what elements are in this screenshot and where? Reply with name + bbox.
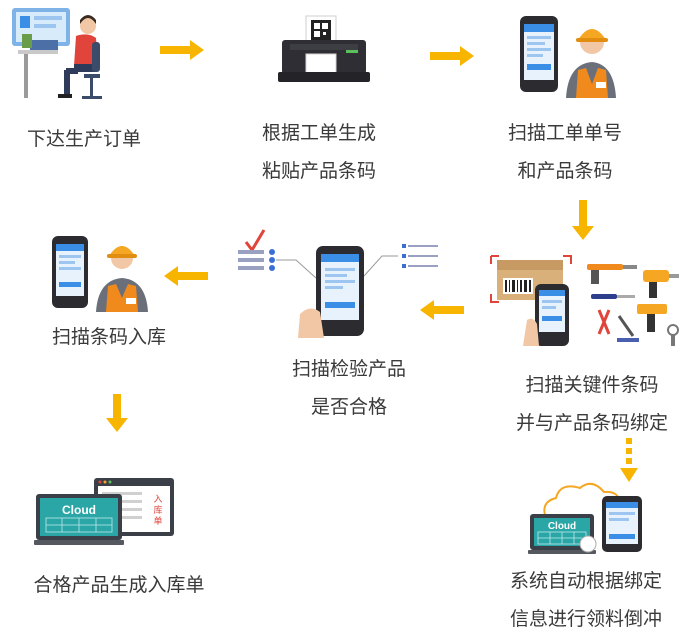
receipt-doc-text: 入库单 [153,494,162,527]
cloud-receipt-icon: 入库单 Cloud [34,478,174,545]
cloud-sync-icon: Cloud [528,482,642,554]
step-label-scan-order: 扫描工单单号 和产品条码 [480,114,650,190]
step-label-inspect: 扫描检验产品 是否合格 [264,350,434,426]
checklist-scanner-icon [238,229,438,338]
cloud-text: Cloud [548,521,576,532]
step-line: 并与产品条码绑定 [515,412,668,434]
step-label-receipt: 合格产品生成入库单 [14,566,224,604]
arrow-down-1 [572,200,594,240]
arrow-right-2 [430,46,474,66]
arrow-down-dashed [620,438,638,482]
step-line: 是否合格 [310,396,387,418]
step-line: 信息进行领料倒冲 [509,608,662,630]
arrow-right-1 [160,40,204,60]
step-line: 粘贴产品条码 [261,160,376,182]
worker-desk-icon [12,8,102,99]
step-line: 下达生产订单 [26,128,141,150]
step-line: 合格产品生成入库单 [33,574,205,596]
step-line: 根据工单生成 [261,122,376,144]
step-line: 系统自动根据绑定 [509,570,662,592]
step-line: 扫描关键件条码 [525,374,659,396]
parts-tools-icon [490,255,679,346]
step-label-print: 根据工单生成 粘贴产品条码 [234,114,404,190]
step-line: 和产品条码 [517,160,613,182]
warehouse-worker-icon [52,236,148,312]
scanner-worker-icon [520,16,616,98]
arrow-left-2 [164,266,208,286]
arrow-down-2 [106,394,128,432]
step-label-order: 下达生产订单 [4,120,164,158]
printer-icon [278,15,370,82]
step-line: 扫描工单单号 [507,122,622,144]
step-line: 扫描检验产品 [291,358,406,380]
step-label-bind: 扫描关键件条码 并与产品条码绑定 [494,366,690,442]
step-label-warehouse: 扫描条码入库 [24,318,194,356]
cloud-text-2: Cloud [62,503,96,517]
arrow-left-1 [420,300,464,320]
step-label-backflush: 系统自动根据绑定 信息进行领料倒冲 [486,562,686,638]
step-line: 扫描条码入库 [51,326,166,348]
